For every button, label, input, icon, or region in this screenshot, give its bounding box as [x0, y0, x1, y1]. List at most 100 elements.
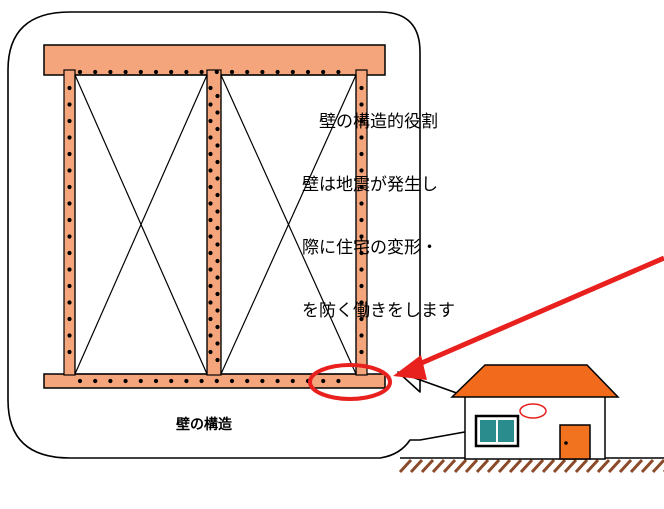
nail-dot: [215, 159, 220, 165]
nail-dot: [321, 378, 326, 384]
nail-dot: [359, 102, 364, 107]
nail-dot: [67, 300, 72, 305]
nail-dot: [67, 283, 72, 289]
center-stud: [206, 69, 222, 376]
nail-dot: [93, 69, 98, 75]
nail-dot: [359, 250, 364, 256]
nail-dot: [153, 378, 159, 384]
nail-dot: [290, 69, 295, 75]
nail-dot: [208, 300, 213, 305]
nail-dot: [215, 291, 220, 297]
nail-dot: [215, 209, 220, 214]
ground-hatch-line: [596, 458, 611, 474]
nail-dot: [208, 333, 213, 338]
ground-hatch-line: [508, 458, 523, 474]
nail-dot: [214, 69, 219, 75]
nail-dot: [138, 69, 143, 75]
nail-dot: [67, 349, 72, 355]
nail-dot: [359, 151, 364, 157]
ground-hatch-line: [431, 458, 446, 474]
cross-bracing: [74, 74, 357, 375]
ground-hatch-line: [519, 458, 534, 474]
ground-hatch-line: [607, 458, 622, 474]
callout-bubble: [7, 11, 533, 459]
nail-dot: [359, 201, 364, 206]
nail-dot: [359, 300, 364, 305]
nail-dot: [275, 69, 280, 75]
description-line-3: 際に住宅の変形・: [302, 238, 438, 258]
description-line-1: 壁の構造的役割: [302, 112, 438, 132]
ground-hatch-line: [530, 458, 545, 474]
wall-structure-caption: 壁の構造: [176, 416, 232, 433]
red-arrow: [393, 255, 664, 380]
nail-dot: [208, 316, 213, 322]
highlight-ellipse: [308, 363, 392, 401]
nail-dot: [336, 69, 341, 75]
nail-dot: [138, 378, 143, 384]
nail-dot: [208, 102, 213, 107]
nail-dot: [359, 267, 364, 272]
nail-dot: [336, 378, 341, 384]
nail-dot: [67, 135, 72, 140]
nail-dot: [67, 102, 72, 107]
nail-dot: [359, 349, 364, 355]
nail-dot: [108, 378, 113, 384]
nail-dot: [245, 378, 250, 384]
nail-dot: [359, 316, 364, 322]
house-illustration: [450, 364, 620, 460]
ground-hatch-line: [629, 458, 644, 474]
nail-dot: [67, 151, 72, 157]
ground-hatch-line: [464, 458, 479, 474]
nail-dot: [359, 168, 364, 173]
nail-dot: [153, 69, 159, 75]
ground-hatch-line: [552, 458, 567, 474]
ground-hatch-line: [574, 458, 589, 474]
nail-dot: [67, 201, 72, 206]
nail-dot: [215, 324, 220, 330]
nail-dot: [67, 184, 72, 190]
nail-dot: [208, 283, 213, 289]
nail-dot: [108, 69, 113, 75]
nail-dot: [208, 217, 213, 223]
nail-dot: [215, 110, 220, 115]
nail-dot: [67, 118, 72, 124]
ground-hatch-line: [497, 458, 512, 474]
nail-dot: [208, 267, 213, 272]
house-door: [559, 424, 591, 460]
ground-hatch-line: [420, 458, 435, 474]
nail-dot: [208, 349, 213, 355]
nail-dot: [199, 69, 204, 75]
nail-dot: [208, 184, 213, 190]
nail-dot: [275, 378, 280, 384]
nail-dot: [67, 168, 72, 173]
nail-dot: [123, 378, 128, 384]
nail-dot: [67, 217, 72, 223]
nail-dot: [215, 176, 220, 181]
nail-dot: [215, 357, 220, 363]
nail-dot: [93, 378, 98, 384]
ground-hatch-line: [651, 458, 664, 474]
ground-hatch-line: [453, 458, 468, 474]
nail-dot: [359, 283, 364, 289]
nail-dot: [169, 69, 174, 75]
nail-dot: [208, 168, 213, 173]
ground-hatch-line: [475, 458, 490, 474]
ground-hatch-line: [398, 458, 413, 474]
wall-role-description: 壁の構造的役割 壁は地震が発生し 際に住宅の変形・ を防く働きをします: [302, 70, 664, 343]
nail-dot: [67, 234, 72, 239]
left-panel: [74, 74, 208, 375]
ground-hatch-line: [640, 458, 655, 474]
nail-dot: [215, 275, 220, 280]
nail-dot: [321, 69, 326, 75]
ground: [398, 457, 664, 474]
nail-dot: [260, 378, 265, 384]
nail-dot: [184, 69, 189, 75]
nail-dot: [215, 225, 220, 231]
nail-dot: [184, 378, 189, 384]
nail-dot: [229, 378, 235, 384]
nail-dot: [245, 69, 250, 75]
house-roof: [450, 364, 620, 398]
ground-hatch-line: [409, 458, 424, 474]
ground-hatch-line: [486, 458, 501, 474]
